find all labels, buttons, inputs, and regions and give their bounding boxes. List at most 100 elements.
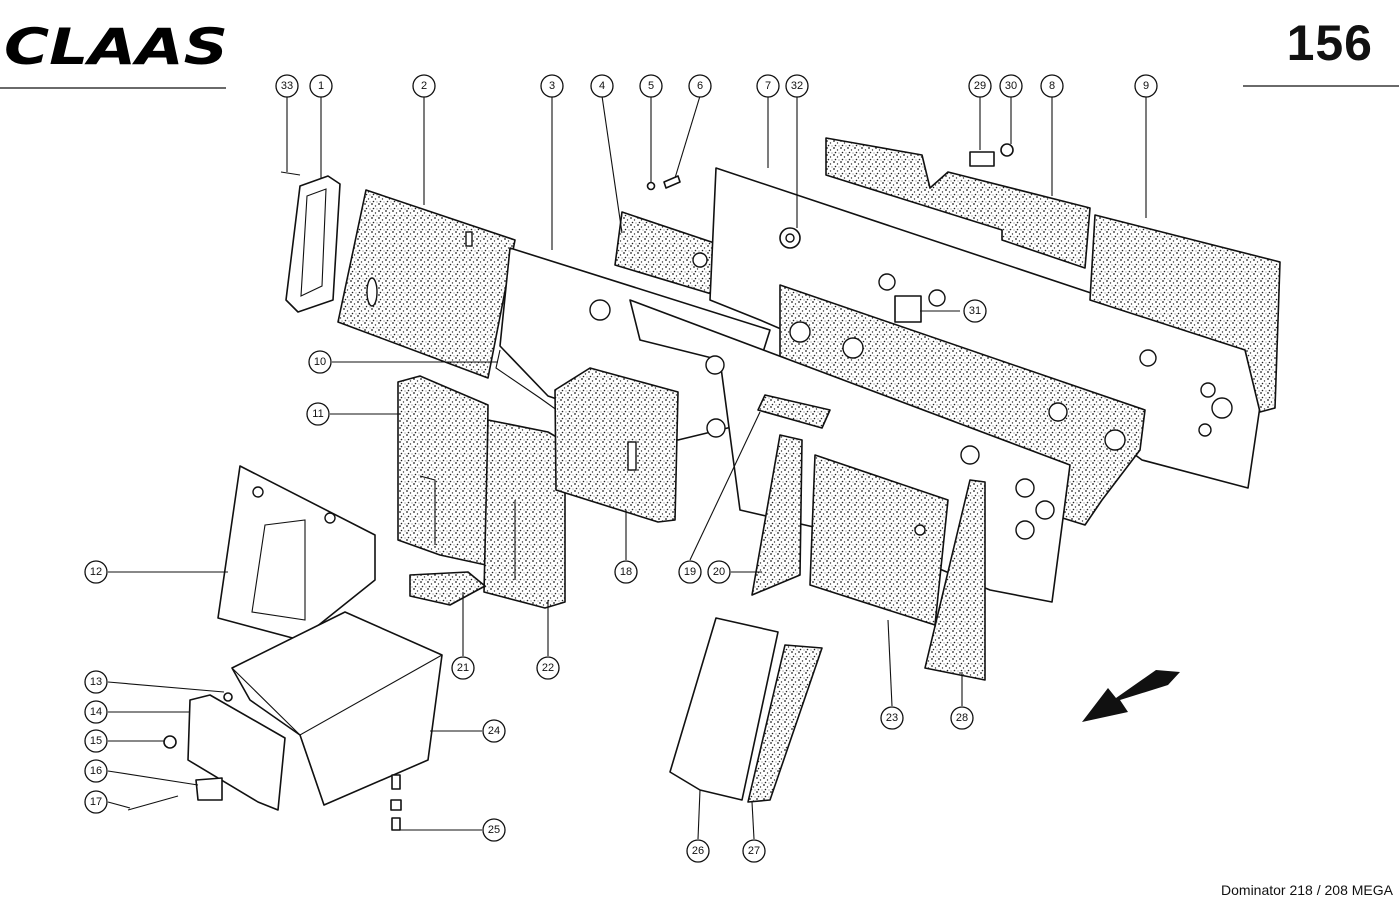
callout-10: 10 (308, 350, 332, 374)
callout-32: 32 (785, 74, 809, 98)
svg-text:11: 11 (312, 408, 323, 420)
callout-14: 14 (84, 700, 108, 724)
svg-text:4: 4 (599, 80, 605, 92)
page-number: 156 (1286, 15, 1373, 71)
part-19-foam-piece (757, 394, 831, 429)
part-13-nut (223, 692, 233, 702)
svg-text:19: 19 (684, 566, 696, 578)
callout-5: 5 (639, 74, 663, 98)
callout-21: 21 (451, 656, 475, 680)
callout-9: 9 (1134, 74, 1158, 98)
part-15-bolt (163, 735, 177, 749)
svg-text:3: 3 (549, 80, 555, 92)
callout-7: 7 (756, 74, 780, 98)
callout-16: 16 (84, 759, 108, 783)
callout-20: 20 (707, 560, 731, 584)
svg-text:9: 9 (1143, 80, 1149, 92)
claas-logo: CLAAS (4, 18, 228, 76)
svg-text:31: 31 (969, 305, 981, 317)
svg-text:2: 2 (421, 80, 427, 92)
part-16-clip (195, 777, 223, 801)
part-24-housing-box (231, 611, 443, 806)
part-21-foam-block (409, 571, 486, 606)
callout-6: 6 (688, 74, 712, 98)
callout-15: 15 (84, 729, 108, 753)
svg-text:25: 25 (488, 824, 500, 836)
svg-text:8: 8 (1049, 80, 1055, 92)
part-30-grommet (1000, 143, 1014, 157)
svg-text:6: 6 (697, 80, 703, 92)
svg-text:7: 7 (765, 80, 771, 92)
callout-26: 26 (686, 839, 710, 863)
model-caption: Dominator 218 / 208 MEGA (1221, 882, 1393, 898)
part-17-screw (127, 795, 179, 811)
callout-25: 25 (482, 818, 506, 842)
callout-33: 33 (275, 74, 299, 98)
part-12-side-plate (217, 465, 376, 641)
callout-1: 1 (309, 74, 333, 98)
part-31-block (894, 295, 922, 323)
callout-23: 23 (880, 706, 904, 730)
svg-text:23: 23 (886, 712, 898, 724)
svg-text:16: 16 (90, 765, 102, 777)
part-1-window-frame (285, 175, 341, 313)
callout-24: 24 (482, 719, 506, 743)
part-8-insulation-strip (825, 137, 1091, 269)
svg-text:26: 26 (692, 845, 704, 857)
leader-lines (107, 95, 1147, 840)
svg-text:13: 13 (90, 676, 102, 688)
callout-29: 29 (968, 74, 992, 98)
svg-text:20: 20 (713, 566, 725, 578)
svg-text:30: 30 (1005, 80, 1017, 92)
callout-28: 28 (950, 706, 974, 730)
svg-text:21: 21 (457, 662, 469, 674)
svg-text:29: 29 (974, 80, 986, 92)
part-25-bolt (390, 774, 402, 831)
svg-text:12: 12 (90, 566, 102, 578)
part-33-pin (280, 171, 301, 176)
svg-text:32: 32 (791, 80, 803, 92)
callout-22: 22 (536, 656, 560, 680)
callout-27: 27 (742, 839, 766, 863)
part-18-insulation-panel (554, 367, 679, 523)
callout-31: 31 (963, 299, 987, 323)
callout-18: 18 (614, 560, 638, 584)
callout-3: 3 (540, 74, 564, 98)
part-6-screw (663, 175, 681, 189)
part-20-wedge (751, 434, 803, 596)
part-11-insulation-block (397, 375, 489, 566)
svg-text:1: 1 (318, 80, 324, 92)
callout-17: 17 (84, 790, 108, 814)
svg-text:5: 5 (648, 80, 654, 92)
svg-text:27: 27 (748, 845, 760, 857)
callout-19: 19 (678, 560, 702, 584)
callout-12: 12 (84, 560, 108, 584)
callout-13: 13 (84, 670, 108, 694)
part-29-clip (969, 151, 995, 167)
callout-30: 30 (999, 74, 1023, 98)
svg-text:15: 15 (90, 735, 102, 747)
part-10-rod (495, 349, 569, 419)
arrow-down-left-icon (1082, 670, 1180, 722)
svg-text:10: 10 (314, 356, 326, 368)
svg-text:14: 14 (90, 706, 102, 718)
svg-text:22: 22 (542, 662, 554, 674)
svg-text:18: 18 (620, 566, 632, 578)
svg-text:17: 17 (90, 796, 102, 808)
part-26-angle-profile (669, 617, 779, 801)
part-2-insulation-panel (337, 189, 516, 379)
svg-text:33: 33 (281, 80, 293, 92)
callout-11: 11 (306, 402, 330, 426)
svg-text:24: 24 (488, 725, 500, 737)
part-27-strip (747, 644, 823, 803)
part-5-washer (646, 181, 656, 191)
callout-8: 8 (1040, 74, 1064, 98)
logo-lettering: CLAAS (4, 18, 228, 76)
part-14-bracket (187, 694, 286, 811)
part-9-insulation-panel (1089, 214, 1281, 413)
part-28-wedge (924, 479, 986, 681)
callout-4: 4 (590, 74, 614, 98)
part-22-insulation-block (483, 419, 566, 609)
svg-text:28: 28 (956, 712, 968, 724)
